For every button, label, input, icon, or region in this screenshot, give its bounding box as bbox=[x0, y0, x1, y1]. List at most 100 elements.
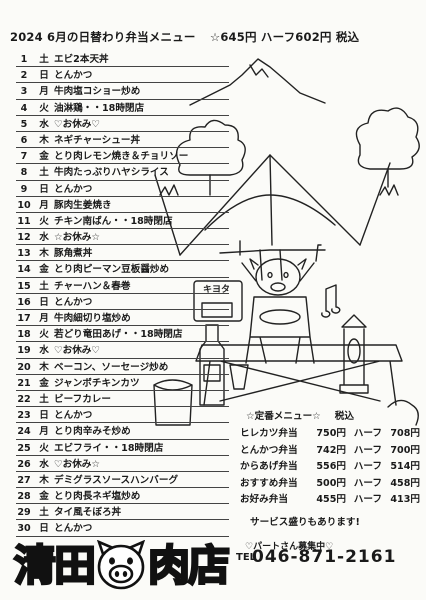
shop-name-char: 肉 bbox=[147, 541, 192, 590]
day-number: 13 bbox=[17, 248, 31, 260]
weekday: 金 bbox=[39, 151, 49, 163]
menu-item: 牛肉細切り塩炒め bbox=[54, 313, 131, 324]
row-underline bbox=[16, 276, 229, 278]
menu-item: とり肉レモン焼き＆チョリソー bbox=[54, 151, 189, 163]
row-underline bbox=[16, 519, 229, 521]
lantern-icon bbox=[339, 314, 369, 394]
fixed-item-price: 750円 bbox=[316, 428, 346, 439]
weekday: 木 bbox=[39, 248, 49, 260]
camping-illustration: キヨタ bbox=[153, 58, 420, 426]
row-underline bbox=[16, 503, 229, 505]
weekday: 水 bbox=[39, 345, 49, 357]
day-number: 9 bbox=[20, 183, 28, 195]
weekday: 火 bbox=[39, 215, 49, 227]
menu-item: ♡お休み☆ bbox=[54, 458, 100, 470]
day-number: 8 bbox=[20, 167, 28, 179]
row-underline bbox=[16, 114, 229, 116]
menu-item: 牛肉たっぷりハヤシライス bbox=[54, 167, 169, 179]
weekday: 水 bbox=[39, 458, 49, 470]
fixed-item-name: おすすめ弁当 bbox=[240, 477, 298, 489]
tree-right-icon bbox=[355, 107, 420, 170]
fixed-item-half-price: 458円 bbox=[390, 477, 420, 489]
glass-icon bbox=[229, 364, 249, 390]
day-number: 5 bbox=[20, 118, 28, 130]
fixed-item-name: ヒレカツ弁当 bbox=[240, 428, 298, 439]
day-number: 10 bbox=[17, 199, 31, 211]
fixed-item-price: 556円 bbox=[316, 461, 346, 473]
row-underline bbox=[16, 98, 229, 100]
row-underline bbox=[16, 535, 229, 537]
pig-face-icon bbox=[96, 540, 146, 590]
weekday: 日 bbox=[39, 296, 49, 308]
row-underline bbox=[16, 292, 229, 294]
weekday: 土 bbox=[39, 507, 49, 519]
day-number: 17 bbox=[17, 313, 31, 324]
fixed-item-half-price: 413円 bbox=[390, 494, 420, 506]
menu-item: タイ風そぼろ丼 bbox=[54, 507, 122, 519]
fixed-item-price: 500円 bbox=[316, 477, 346, 489]
menu-title: 2024 6月の日替わり弁当メニュー bbox=[10, 30, 196, 44]
day-number: 4 bbox=[20, 102, 28, 114]
day-number: 12 bbox=[17, 232, 31, 244]
half-label: ハーフ bbox=[353, 428, 382, 439]
half-label: ハーフ bbox=[353, 461, 382, 473]
fixed-menu-title-row: ☆定番メニュー☆税込 bbox=[240, 408, 420, 422]
row-underline bbox=[16, 195, 229, 197]
row-underline bbox=[16, 163, 229, 165]
fixed-item-price: 455円 bbox=[316, 494, 346, 506]
menu-item: チキン南ばん・・18時閉店 bbox=[54, 215, 173, 227]
row-underline bbox=[16, 260, 229, 262]
cooler-box-icon bbox=[193, 280, 243, 322]
row-underline bbox=[16, 228, 229, 230]
menu-item: とり肉ピーマン豆板醤炒め bbox=[54, 264, 170, 276]
day-number: 6 bbox=[20, 134, 28, 146]
row-underline bbox=[16, 487, 229, 489]
weekday: 木 bbox=[39, 474, 49, 486]
row-underline bbox=[16, 438, 229, 440]
menu-item: ジャンボチキンカツ bbox=[54, 377, 140, 389]
day-number: 24 bbox=[17, 426, 31, 438]
row-underline bbox=[16, 211, 229, 213]
fixed-item-name: とんかつ弁当 bbox=[240, 444, 298, 456]
shop-name-char: 店 bbox=[187, 541, 232, 590]
menu-item: 豚肉生姜焼き bbox=[54, 199, 112, 211]
weekday: 金 bbox=[39, 264, 49, 276]
weekday: 月 bbox=[39, 86, 49, 98]
half-label: ハーフ bbox=[353, 494, 382, 506]
menu-item: とり肉辛みそ炒め bbox=[54, 426, 131, 438]
recruit-note: ♡パートさん募集中♡ bbox=[245, 542, 334, 552]
day-number: 1 bbox=[20, 54, 28, 65]
menu-item: エビフライ・・18時閉店 bbox=[54, 442, 164, 454]
weekday: 金 bbox=[39, 491, 49, 503]
fixed-item-name: からあげ弁当 bbox=[240, 461, 298, 473]
row-underline bbox=[16, 389, 229, 391]
tax-label: 税込 bbox=[335, 30, 360, 44]
day-number: 26 bbox=[17, 458, 31, 470]
weekday: 木 bbox=[39, 134, 49, 146]
menu-item: 牛肉塩コショー炒め bbox=[54, 86, 141, 98]
